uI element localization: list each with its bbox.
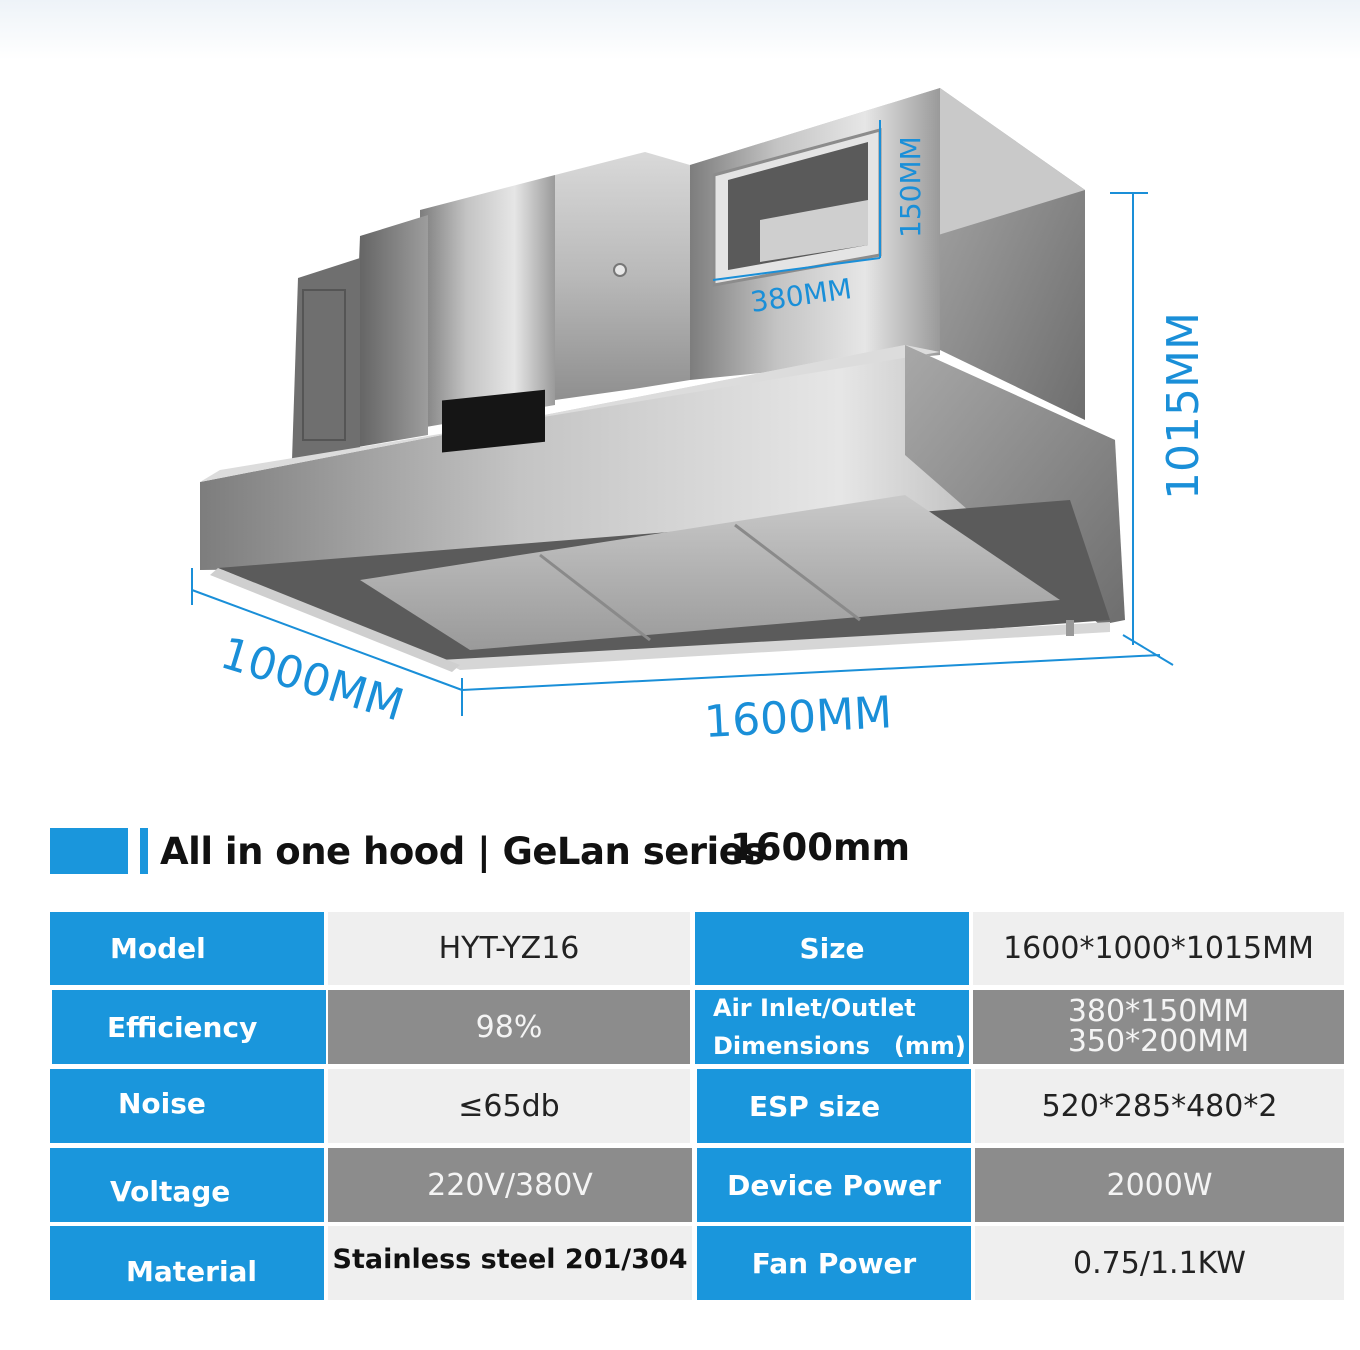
spec-label-voltage: Voltage bbox=[50, 1148, 324, 1222]
top-fade bbox=[0, 0, 1360, 60]
air-label-line1: Air Inlet/Outlet bbox=[713, 994, 916, 1022]
dim-depth-label: 1000MM bbox=[215, 628, 410, 732]
air-value-line2: 350*200MM bbox=[1067, 1024, 1250, 1059]
spec-value-air-dimensions: 380*150MM 350*200MM bbox=[973, 990, 1344, 1064]
air-outlet-duct bbox=[760, 200, 868, 262]
dim-height-label: 1015MM bbox=[1158, 312, 1209, 500]
spec-value-esp-size: 520*285*480*2 bbox=[975, 1069, 1344, 1143]
outlet-height-label: 150MM bbox=[894, 136, 927, 238]
esp-box-left bbox=[352, 215, 428, 448]
door-knob bbox=[613, 263, 627, 277]
hood-top-face bbox=[200, 345, 940, 482]
spec-label-model: Model bbox=[50, 912, 324, 985]
air-label-line2: Dimensions (mm) bbox=[713, 1032, 966, 1060]
drain-pin bbox=[1066, 620, 1074, 636]
air-value-line1: 380*150MM bbox=[1067, 994, 1250, 1029]
spec-label-noise: Noise bbox=[50, 1069, 324, 1143]
spec-label-efficiency: Efficiency bbox=[52, 990, 326, 1064]
spec-value-efficiency: 98% bbox=[328, 990, 690, 1064]
product-image: 1000MM 1600MM 1015MM 380MM 150MM bbox=[191, 88, 1209, 748]
spec-value-device-power: 2000W bbox=[975, 1148, 1344, 1222]
spec-value-noise: ≤65db bbox=[328, 1069, 690, 1143]
spec-value-voltage: 220V/380V bbox=[328, 1148, 692, 1222]
spec-label-device-power: Device Power bbox=[697, 1148, 971, 1222]
hood-lip-front bbox=[440, 622, 1110, 670]
esp-box-mid bbox=[420, 175, 555, 428]
spec-label-material: Material bbox=[50, 1226, 324, 1300]
spec-label-size: Size bbox=[695, 912, 969, 985]
spec-value-model: HYT-YZ16 bbox=[328, 912, 690, 985]
page-title: All in one hood | GeLan series bbox=[160, 830, 765, 873]
control-display bbox=[442, 389, 545, 453]
esp-box-rear bbox=[292, 258, 360, 460]
grease-filters bbox=[360, 495, 1060, 650]
spec-label-esp-size: ESP size bbox=[697, 1069, 971, 1143]
spec-label-fan-power: Fan Power bbox=[697, 1226, 971, 1300]
spec-label-air-dimensions: Air Inlet/Outlet Dimensions (mm) bbox=[695, 990, 969, 1064]
heading-accent-block bbox=[50, 828, 128, 874]
filter-dividers bbox=[539, 523, 861, 642]
spec-value-size: 1600*1000*1015MM bbox=[973, 912, 1344, 985]
page-title-size: 1600mm bbox=[730, 826, 911, 869]
heading-accent-bar bbox=[140, 828, 148, 874]
spec-value-material: Stainless steel 201/304 bbox=[328, 1226, 692, 1300]
dim-width-label: 1600MM bbox=[703, 687, 893, 748]
esp-box-rear-panel bbox=[302, 289, 346, 441]
dimension-lines bbox=[191, 120, 1174, 716]
spec-value-fan-power: 0.75/1.1KW bbox=[975, 1226, 1344, 1300]
hood-lip-left bbox=[210, 568, 460, 672]
